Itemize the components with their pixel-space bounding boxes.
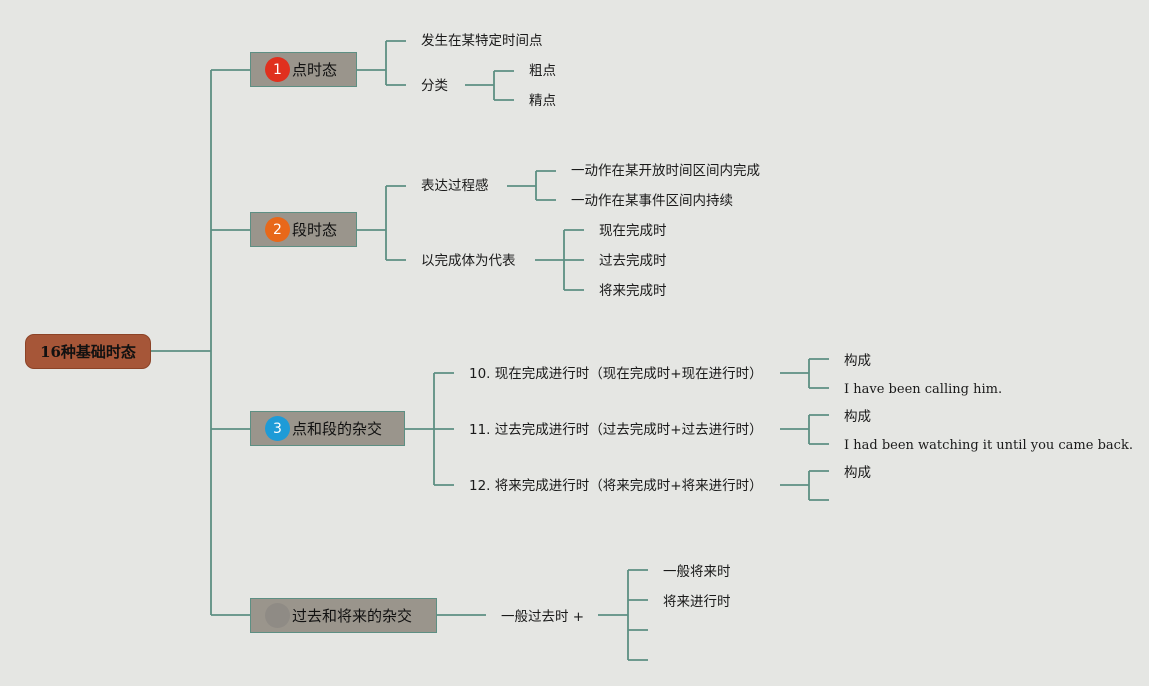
subtopic-node[interactable]: 以完成体为代表 bbox=[421, 253, 516, 269]
leaf-node[interactable]: 将来进行时 bbox=[663, 594, 731, 610]
example-sentence[interactable]: I had been watching it until you came ba… bbox=[844, 438, 1133, 453]
subtopic-node[interactable]: 11. 过去完成进行时（过去完成时+过去进行时） bbox=[469, 422, 763, 438]
subtopic-node[interactable]: 分类 bbox=[421, 78, 448, 94]
branch-label-3: 点和段的杂交 bbox=[292, 420, 383, 438]
branch-label-4: 过去和将来的杂交 bbox=[292, 607, 413, 625]
root-node[interactable]: 16种基础时态 bbox=[25, 334, 151, 369]
leaf-node[interactable]: 构成 bbox=[844, 465, 871, 481]
branch-node-2[interactable]: 2 段时态 bbox=[250, 212, 357, 247]
branch-node-4[interactable]: 过去和将来的杂交 bbox=[250, 598, 437, 633]
leaf-node[interactable]: 构成 bbox=[844, 409, 871, 425]
number-badge-1: 1 bbox=[265, 57, 290, 82]
branch-node-1[interactable]: 1 点时态 bbox=[250, 52, 357, 87]
leaf-node[interactable]: 一动作在某开放时间区间内完成 bbox=[571, 163, 760, 179]
number-badge-2: 2 bbox=[265, 217, 290, 242]
subtopic-node[interactable]: 12. 将来完成进行时（将来完成时+将来进行时） bbox=[469, 478, 763, 494]
subtopic-node[interactable]: 10. 现在完成进行时（现在完成时+现在进行时） bbox=[469, 366, 763, 382]
branch-label-2: 段时态 bbox=[292, 221, 338, 239]
leaf-node[interactable]: 将来完成时 bbox=[599, 283, 667, 299]
leaf-node[interactable]: 精点 bbox=[529, 93, 556, 109]
root-label: 16种基础时态 bbox=[40, 343, 136, 361]
branch-node-3[interactable]: 3 点和段的杂交 bbox=[250, 411, 405, 446]
leaf-node[interactable]: 一般将来时 bbox=[663, 564, 731, 580]
leaf-node[interactable]: 发生在某特定时间点 bbox=[421, 33, 543, 49]
leaf-node[interactable]: 过去完成时 bbox=[599, 253, 667, 269]
number-badge-3: 3 bbox=[265, 416, 290, 441]
leaf-node[interactable]: 一动作在某事件区间内持续 bbox=[571, 193, 733, 209]
branch-label-1: 点时态 bbox=[292, 61, 338, 79]
subtopic-node[interactable]: 一般过去时 + bbox=[501, 609, 585, 625]
number-badge-4 bbox=[265, 603, 290, 628]
leaf-node[interactable]: 现在完成时 bbox=[599, 223, 667, 239]
subtopic-node[interactable]: 表达过程感 bbox=[421, 178, 489, 194]
example-sentence[interactable]: I have been calling him. bbox=[844, 382, 1003, 397]
leaf-node[interactable]: 粗点 bbox=[529, 63, 556, 79]
leaf-node[interactable]: 构成 bbox=[844, 353, 871, 369]
